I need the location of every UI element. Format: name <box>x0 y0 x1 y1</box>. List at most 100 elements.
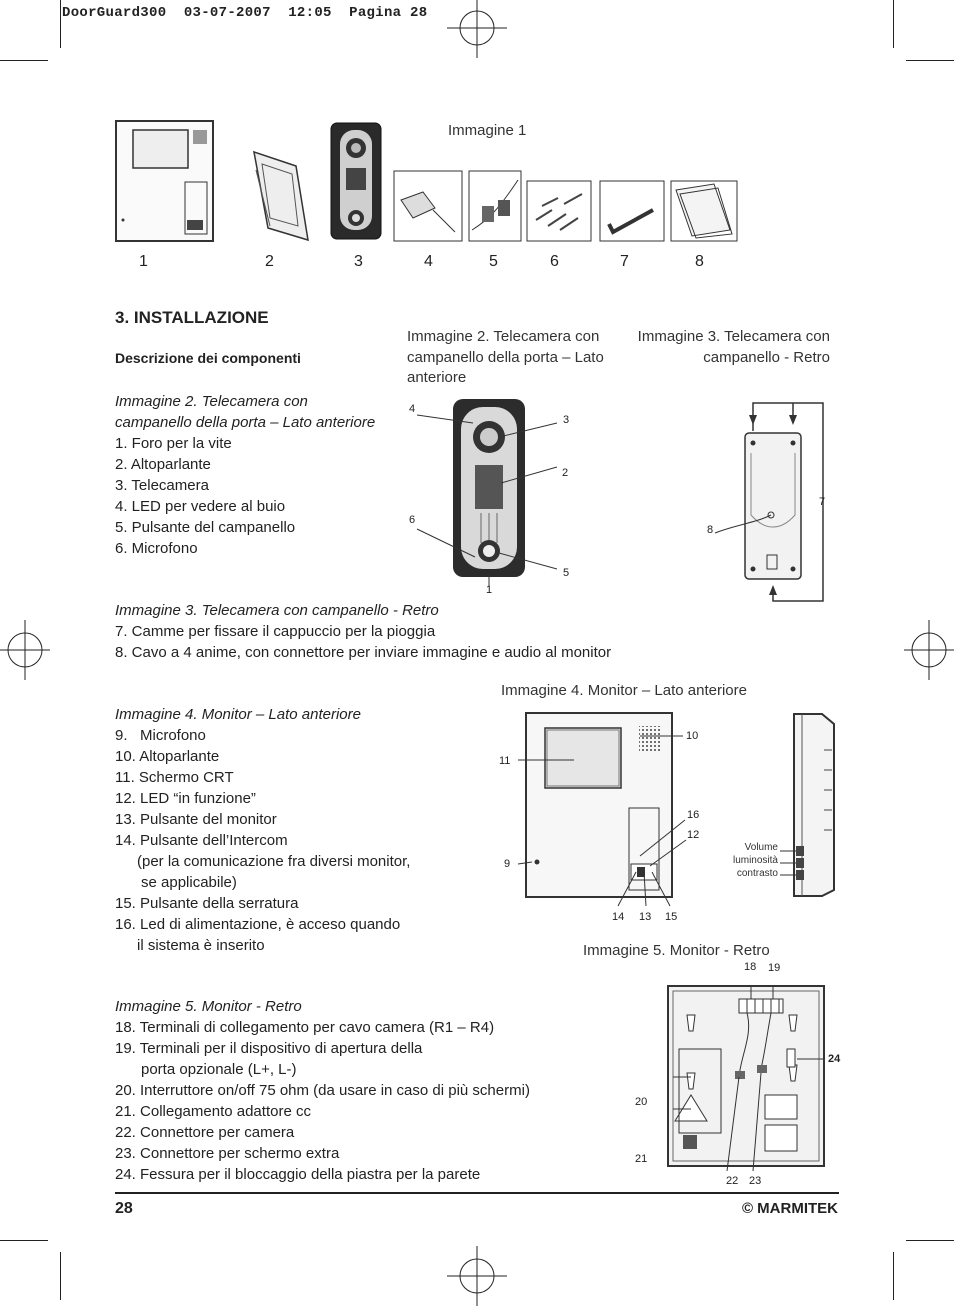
fig4-label-10: 10 <box>686 730 699 742</box>
registration-mark-right <box>904 620 954 680</box>
fig2-caption: Immagine 2. Telecamera con campanello de… <box>407 327 627 389</box>
fig5-description: Immagine 5. Monitor - Retro 18. Terminal… <box>115 996 585 1185</box>
caption-line: campanello - Retro <box>703 348 830 366</box>
doorbell-camera-illustration <box>330 122 382 240</box>
crop-mark <box>60 0 61 48</box>
caption-line: Immagine 2. Telecamera con <box>407 328 600 345</box>
caption-line: campanello della porta – Lato <box>407 348 604 366</box>
registration-mark-left <box>0 620 50 680</box>
fig3-description: Immagine 3. Telecamera con campanello - … <box>115 600 675 663</box>
fig3-heading: Immagine 3. Telecamera con campanello - … <box>115 602 439 619</box>
side-controls-labels: Volume luminosità contrasto <box>718 841 778 880</box>
fig3-caption: Immagine 3. Telecamera con campanello - … <box>620 327 830 368</box>
wall-bracket-illustration <box>253 150 309 242</box>
fig2-label-2: 2 <box>562 467 569 479</box>
fig1-number: 1 <box>139 253 148 270</box>
fig4-label-13: 13 <box>639 911 652 923</box>
list-item: il sistema è inserito <box>137 937 265 954</box>
print-slug: DoorGuard300 03-07-2007 12:05 Pagina 28 <box>62 5 428 21</box>
crop-mark <box>893 1252 894 1300</box>
list-item: 5. Pulsante del campanello <box>115 519 296 536</box>
fig4-description: Immagine 4. Monitor – Lato anteriore 9. … <box>115 704 435 956</box>
volume-label: Volume <box>744 842 778 853</box>
list-item: 15. Pulsante della serratura <box>115 895 299 912</box>
list-item: 19. Terminali per il dispositivo di aper… <box>115 1040 423 1057</box>
list-item: 3. Telecamera <box>115 477 209 494</box>
fig1-number: 4 <box>424 253 433 270</box>
brightness-label: luminosità <box>732 855 778 866</box>
monitor-front-diagram <box>525 712 673 898</box>
list-item: 10. Altoparlante <box>115 748 220 765</box>
list-item: 6. Microfono <box>115 540 198 557</box>
fig2-label-5: 5 <box>563 567 570 579</box>
list-item: 13. Pulsante del monitor <box>115 811 277 828</box>
fig5-label-24: 24 <box>828 1053 841 1065</box>
contrast-label: contrasto <box>736 868 778 879</box>
hex-key-illustration <box>599 180 665 242</box>
fig1-number: 2 <box>265 253 274 270</box>
fig4-label-15: 15 <box>665 911 678 923</box>
list-item: 11. Schermo CRT <box>115 769 234 786</box>
monitor-side-diagram <box>780 713 835 897</box>
crop-mark <box>893 0 894 48</box>
fig2-heading-line: campanello della porta – Lato anteriore <box>115 414 376 431</box>
fig4-caption: Immagine 4. Monitor – Lato anteriore <box>501 682 747 699</box>
monitor-leader-lines <box>517 735 687 907</box>
fig3-label-8: 8 <box>707 524 714 536</box>
fig2-label-1: 1 <box>486 584 493 596</box>
screws-illustration <box>526 180 592 242</box>
footer-rule <box>115 1192 839 1194</box>
list-item: 20. Interruttore on/off 75 ohm (da usare… <box>115 1082 530 1099</box>
list-item: se applicabile) <box>141 874 237 891</box>
list-item: 22. Connettore per camera <box>115 1124 295 1141</box>
fig3-label-7: 7 <box>819 496 826 508</box>
fig2-label-4: 4 <box>409 403 416 415</box>
fig5-label-21: 21 <box>635 1153 648 1165</box>
list-item: 1. Foro per la vite <box>115 435 232 452</box>
cable-illustration <box>468 170 522 242</box>
fig1-caption: Immagine 1 <box>448 122 527 139</box>
fig1-number: 7 <box>620 253 629 270</box>
fig1-number: 8 <box>695 253 704 270</box>
page-number: 28 <box>115 1200 133 1217</box>
list-item: 23. Connettore per schermo extra <box>115 1145 340 1162</box>
list-item: 12. LED “in funzione” <box>115 790 256 807</box>
crop-mark <box>0 60 48 61</box>
crop-mark <box>906 1240 954 1241</box>
fig4-label-9: 9 <box>504 858 511 870</box>
manual-illustration <box>670 180 738 242</box>
list-item: 2. Altoparlante <box>115 456 211 473</box>
camera-front-diagram <box>416 399 558 587</box>
fig1-number: 5 <box>489 253 498 270</box>
monitor-back-diagram <box>667 985 825 1172</box>
fig4-label-12: 12 <box>687 829 700 841</box>
registration-mark-bottom <box>447 1246 507 1306</box>
fig5-label-18: 18 <box>744 961 757 973</box>
list-item: 18. Terminali di collegamento per cavo c… <box>115 1019 495 1036</box>
fig2-label-6: 6 <box>409 514 416 526</box>
section-subtitle: Descrizione dei componenti <box>115 350 301 366</box>
crop-mark <box>0 1240 48 1241</box>
fig4-heading: Immagine 4. Monitor – Lato anteriore <box>115 706 361 723</box>
list-item: 7. Camme per fissare il cappuccio per la… <box>115 623 436 640</box>
brand-footer: © MARMITEK <box>741 1200 838 1217</box>
caption-line: Immagine 3. Telecamera con <box>637 328 830 345</box>
fig4-label-14: 14 <box>612 911 625 923</box>
fig5-label-20: 20 <box>635 1096 648 1108</box>
fig5-heading: Immagine 5. Monitor - Retro <box>115 998 302 1015</box>
fig1-number: 6 <box>550 253 559 270</box>
list-item: porta opzionale (L+, L-) <box>141 1061 297 1078</box>
fig4-label-16: 16 <box>687 809 700 821</box>
monitor-front-illustration <box>115 120 214 242</box>
list-item: 24. Fessura per il bloccaggio della pias… <box>115 1166 481 1183</box>
fig1-number: 3 <box>354 253 363 270</box>
fig5-label-23: 23 <box>749 1175 762 1187</box>
section-title: 3. INSTALLAZIONE <box>115 308 269 327</box>
list-item: 14. Pulsante dell’Intercom <box>115 832 288 849</box>
fig2-label-3: 3 <box>563 414 570 426</box>
caption-line: anteriore <box>407 369 467 386</box>
fig4-label-11: 11 <box>499 755 511 767</box>
crop-mark <box>60 1252 61 1300</box>
list-item: 16. Led di alimentazione, è acceso quand… <box>115 916 401 933</box>
fig5-caption: Immagine 5. Monitor - Retro <box>583 942 770 959</box>
